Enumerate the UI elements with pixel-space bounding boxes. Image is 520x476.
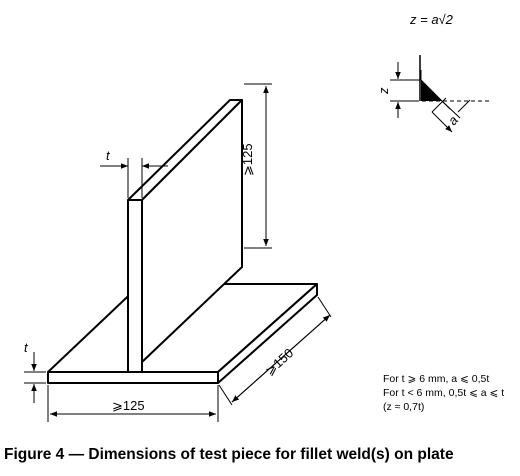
z-label: z (376, 87, 391, 95)
weld-detail (390, 55, 490, 133)
plate-width-label: ⩾125 (112, 398, 145, 413)
note-line: For t < 6 mm, 0,5t ⩽ a ⩽ t (383, 387, 505, 399)
plate-length-dimension (218, 296, 332, 406)
test-piece-drawing: t ⩾125 t ⩾125 ⩾150 z = a√2 (24, 12, 490, 422)
plate-length-label: ⩾150 (262, 345, 296, 378)
plate-thickness-label: t (24, 340, 29, 355)
vertical-web (127, 99, 243, 373)
web-thickness-label: t (106, 148, 111, 163)
plate-width-dimension (47, 385, 219, 422)
a-label: a (445, 113, 461, 128)
web-thickness-dimension (100, 158, 168, 198)
weld-size-notes: For t ⩾ 6 mm, a ⩽ 0,5t For t < 6 mm, 0,5… (383, 372, 504, 414)
web-height-label: ⩾125 (240, 143, 255, 176)
note-line: (z ≈ 0,7t) (383, 401, 425, 413)
figure-caption: Figure 4 — Dimensions of test piece for … (4, 446, 454, 463)
fillet-weld-lines (127, 354, 151, 372)
base-plate (47, 283, 318, 384)
weld-formula: z = a√2 (409, 12, 454, 27)
web-height-dimension (244, 83, 272, 249)
plate-thickness-dimension (24, 352, 46, 403)
note-line: For t ⩾ 6 mm, a ⩽ 0,5t (383, 373, 490, 385)
